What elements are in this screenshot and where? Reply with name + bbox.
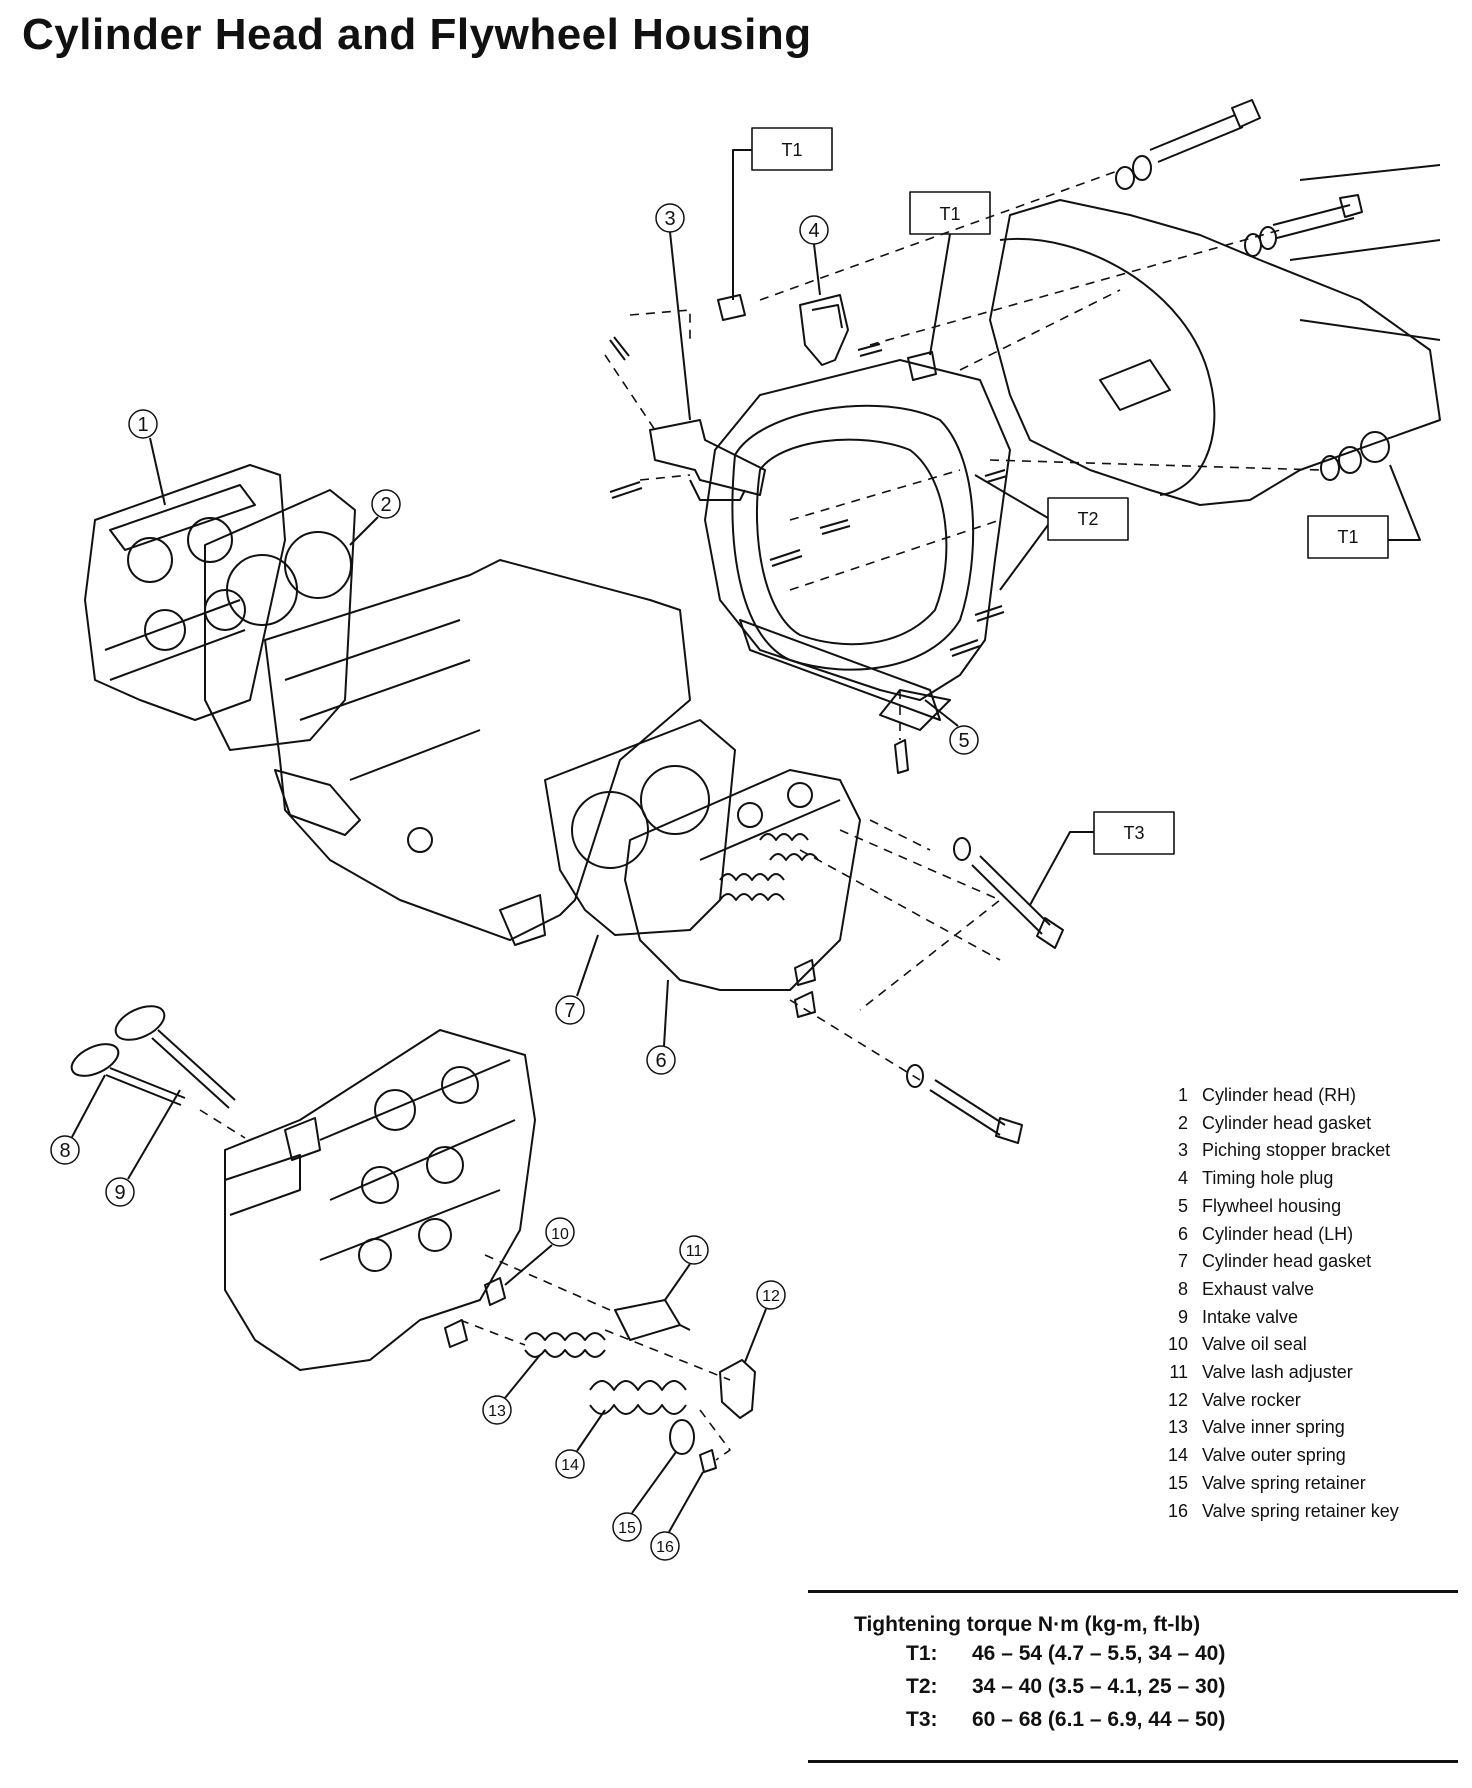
valve-rocker xyxy=(719,1359,756,1419)
callout-13: 13 xyxy=(482,1354,541,1425)
intake-valve xyxy=(114,1005,236,1109)
torque-row: T3:60 – 68 (6.1 – 6.9, 44 – 50) xyxy=(906,1708,1226,1731)
svg-text:11: 11 xyxy=(686,1243,703,1260)
transmission-case xyxy=(989,164,1441,506)
callout-7: 7 xyxy=(555,934,599,1025)
svg-text:9: 9 xyxy=(114,1182,125,1204)
callout-3: 3 xyxy=(655,203,691,421)
callout-10: 10 xyxy=(504,1217,575,1286)
torque-row: T2:34 – 40 (3.5 – 4.1, 25 – 30) xyxy=(906,1675,1226,1698)
torque-box-t3: T3 xyxy=(1029,811,1175,906)
svg-text:10: 10 xyxy=(551,1226,569,1243)
timing-hole-plug xyxy=(799,294,849,366)
torque-box-t1-c: T1 xyxy=(1307,464,1421,559)
page-title: Cylinder Head and Flywheel Housing xyxy=(22,10,812,59)
cylinder-head-gasket-rh xyxy=(204,489,356,751)
torque-row: T1:46 – 54 (4.7 – 5.5, 34 – 40) xyxy=(906,1642,1226,1665)
svg-text:T3: T3 xyxy=(1123,823,1144,843)
torque-top-rule xyxy=(808,1590,1458,1593)
callout-11: 11 xyxy=(664,1235,709,1301)
valve-oil-seals xyxy=(444,1277,506,1348)
callout-5: 5 xyxy=(924,699,979,755)
torque-bottom-rule xyxy=(808,1760,1458,1763)
assembly-lines xyxy=(199,169,1321,1461)
callout-9: 9 xyxy=(105,1089,181,1207)
engine-block xyxy=(264,559,691,946)
torque-box-t2: T2 xyxy=(974,474,1129,591)
svg-text:12: 12 xyxy=(762,1288,780,1305)
torque-title: Tightening torque N·m (kg-m, ft-lb) xyxy=(854,1613,1201,1636)
callout-4: 4 xyxy=(799,215,829,296)
callout-15: 15 xyxy=(612,1451,677,1542)
fasteners xyxy=(609,99,1390,1144)
pitching-stopper-bracket xyxy=(649,419,766,501)
svg-text:T1: T1 xyxy=(781,140,802,160)
callout-12: 12 xyxy=(744,1280,786,1363)
valve-spring-retainer-key xyxy=(699,1449,717,1473)
svg-text:16: 16 xyxy=(656,1539,674,1556)
svg-text:13: 13 xyxy=(488,1403,506,1420)
valve-inner-spring xyxy=(524,1332,606,1358)
callout-6: 6 xyxy=(646,979,676,1075)
svg-text:T1: T1 xyxy=(939,204,960,224)
cylinder-head-lh xyxy=(624,769,861,991)
cylinder-head-gasket-lh xyxy=(544,719,736,936)
flywheel-housing xyxy=(704,359,1011,731)
svg-text:T2: T2 xyxy=(1077,509,1098,529)
callout-14: 14 xyxy=(555,1409,606,1479)
svg-text:15: 15 xyxy=(618,1520,636,1537)
svg-text:3: 3 xyxy=(664,208,675,230)
svg-text:4: 4 xyxy=(808,220,819,242)
svg-text:5: 5 xyxy=(958,730,969,752)
cylinder-head-rh xyxy=(84,464,286,721)
callout-2: 2 xyxy=(349,489,401,546)
svg-text:14: 14 xyxy=(561,1457,579,1474)
torque-box-t1-a: T1 xyxy=(732,127,833,300)
svg-text:6: 6 xyxy=(655,1050,666,1072)
svg-text:2: 2 xyxy=(380,494,391,516)
cylinder-head-detail xyxy=(224,1029,536,1371)
torque-box-t1-b: T1 xyxy=(909,191,991,356)
torque-spec: Tightening torque N·m (kg-m, ft-lb) T1:4… xyxy=(808,1590,1458,1763)
svg-text:T1: T1 xyxy=(1337,527,1358,547)
valve-outer-spring xyxy=(589,1380,687,1415)
exhaust-valve xyxy=(70,1043,186,1106)
valve-lash-adjuster xyxy=(614,1299,691,1341)
svg-text:1: 1 xyxy=(137,414,148,436)
svg-text:8: 8 xyxy=(59,1140,70,1162)
svg-text:7: 7 xyxy=(564,1000,575,1022)
callout-1: 1 xyxy=(128,409,166,506)
callout-8: 8 xyxy=(50,1074,106,1165)
valve-spring-retainer xyxy=(669,1419,695,1455)
callout-16: 16 xyxy=(650,1471,704,1561)
